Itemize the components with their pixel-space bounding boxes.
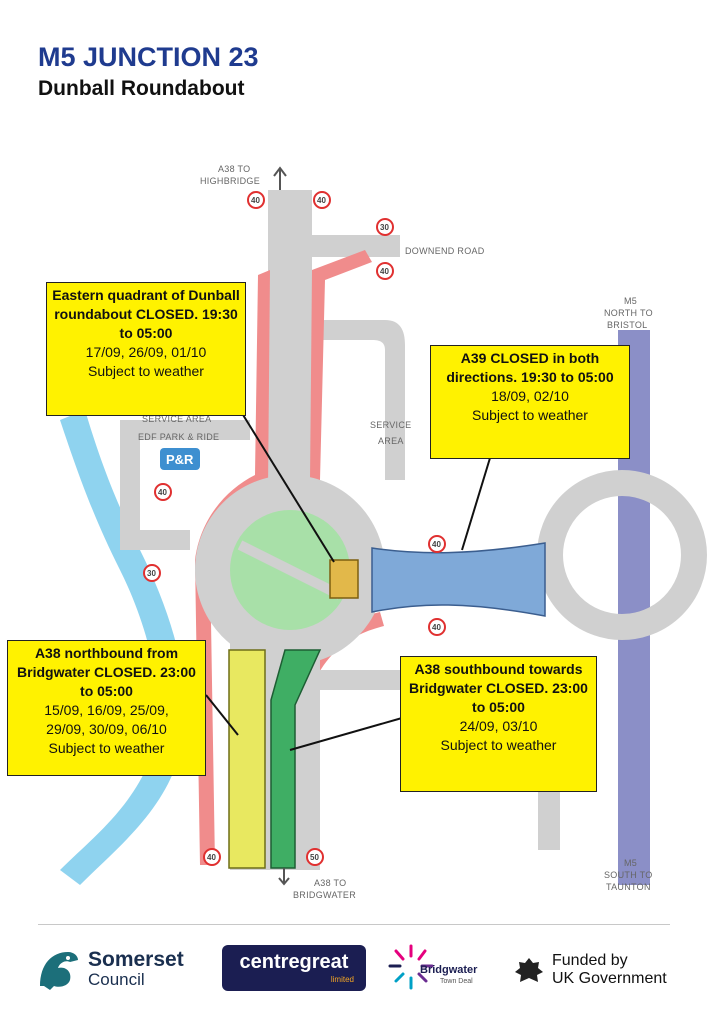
- label-m5-north-2: NORTH TO: [604, 308, 653, 318]
- page-subtitle: Dunball Roundabout: [38, 77, 245, 100]
- svg-text:40: 40: [380, 267, 389, 276]
- bridgwater-town-deal-logo: Bridgwater Town Deal: [386, 938, 496, 1000]
- label-m5-south-2: SOUTH TO: [604, 870, 653, 880]
- page-title: M5 JUNCTION 23: [38, 42, 259, 72]
- label-a38-bridgwater-2: BRIDGWATER: [293, 890, 356, 900]
- starburst-icon: [388, 944, 434, 990]
- svg-text:40: 40: [317, 196, 326, 205]
- road-service-loop: [312, 320, 405, 480]
- leader-a38-south: [289, 717, 403, 751]
- callout-a39-head: A39 CLOSED in both directions. 19:30 to …: [446, 350, 614, 385]
- label-service-area-1: SERVICE: [370, 420, 411, 430]
- road-service-west: [120, 420, 250, 550]
- callout-a39: A39 CLOSED in both directions. 19:30 to …: [430, 345, 630, 459]
- label-downend-road: DOWNEND ROAD: [405, 246, 485, 256]
- label-m5-south-1: M5: [624, 858, 637, 868]
- closure-a39: [371, 542, 546, 617]
- svg-text:40: 40: [207, 853, 216, 862]
- centregreat-logo: centregreat limited: [222, 945, 366, 991]
- speed-limit-sign: 40: [428, 618, 446, 636]
- dragon-icon: [40, 952, 78, 990]
- somerset-word: Somerset: [88, 948, 184, 971]
- park-ride-badge: [160, 448, 200, 470]
- funded-by-word: Funded by: [552, 952, 628, 969]
- somerset-council-logo: Somerset Council: [36, 946, 206, 992]
- callout-a38-north-dates-1: 15/09, 16/09, 25/09,: [44, 702, 169, 718]
- park-ride-badge-text: P&R: [166, 452, 194, 467]
- callout-a38-north-head: A38 northbound from Bridgwater CLOSED. 2…: [17, 645, 196, 699]
- svg-text:30: 30: [147, 569, 156, 578]
- label-m5-north-3: BRISTOL: [607, 320, 647, 330]
- m5-motorway: [618, 330, 650, 885]
- m5-slip-roundabout: [537, 470, 707, 640]
- speed-limit-sign: 40: [428, 535, 446, 553]
- svg-text:30: 30: [380, 223, 389, 232]
- speed-limit-sign: 30: [143, 564, 161, 582]
- svg-text:40: 40: [432, 540, 441, 549]
- label-a38-highbridge-2: HIGHBRIDGE: [200, 176, 260, 186]
- svg-text:50: 50: [310, 853, 319, 862]
- leader-a39: [461, 457, 491, 551]
- centregreat-word: centregreat: [239, 951, 349, 973]
- callout-a38-south-note: Subject to weather: [440, 737, 557, 753]
- label-a38-bridgwater-1: A38 TO: [314, 878, 347, 888]
- svg-text:40: 40: [158, 488, 167, 497]
- speed-limit-sign: 40: [376, 262, 394, 280]
- closure-a38-southbound: [270, 649, 322, 869]
- callout-eastern-quadrant: Eastern quadrant of Dunball roundabout C…: [46, 282, 246, 416]
- label-service-area-2: AREA: [378, 436, 404, 446]
- label-service-area-edf: SERVICE AREA: [142, 414, 211, 424]
- callout-a38-north-dates-2: 29/09, 30/09, 06/10: [46, 721, 167, 737]
- callout-a38-south-head: A38 southbound towards Bridgwater CLOSED…: [409, 661, 588, 715]
- speed-limit-sign: 40: [313, 191, 331, 209]
- council-word: Council: [88, 970, 145, 989]
- callout-a39-note: Subject to weather: [472, 407, 588, 423]
- footer-divider: [38, 924, 670, 925]
- speed-limit-sign: 50: [306, 848, 324, 866]
- callout-eastern-note: Subject to weather: [88, 363, 204, 379]
- callout-eastern-head: Eastern quadrant of Dunball roundabout C…: [52, 287, 240, 341]
- road-a38-north: [268, 190, 312, 490]
- label-m5-north-1: M5: [624, 296, 637, 306]
- speed-limit-sign: 40: [203, 848, 221, 866]
- centregreat-sub: limited: [330, 975, 354, 984]
- callout-a38-north-note: Subject to weather: [48, 740, 165, 756]
- callout-a39-dates: 18/09, 02/10: [491, 388, 569, 404]
- speed-limit-sign: 40: [247, 191, 265, 209]
- leader-eastern: [239, 409, 335, 563]
- roundabout-island-split: [237, 540, 343, 600]
- north-arrow: [273, 166, 287, 190]
- callout-eastern-dates: 17/09, 26/09, 01/10: [85, 344, 207, 360]
- leader-a38-north: [205, 694, 239, 736]
- bridgwater-word: Bridgwater: [420, 964, 478, 976]
- callout-a38-southbound: A38 southbound towards Bridgwater CLOSED…: [400, 656, 597, 792]
- svg-text:40: 40: [432, 623, 441, 632]
- uk-government-logo: Funded by UK Government: [512, 952, 682, 992]
- label-m5-south-3: TAUNTON: [606, 882, 651, 892]
- label-a38-highbridge-1: A38 TO: [218, 164, 251, 174]
- speed-limit-sign: 30: [376, 218, 394, 236]
- junction-map: A38 TO HIGHBRIDGE DOWNEND ROAD M5 NORTH …: [60, 164, 707, 900]
- callout-a38-northbound: A38 northbound from Bridgwater CLOSED. 2…: [7, 640, 206, 776]
- royal-crest-icon: [515, 958, 543, 982]
- closure-a38-northbound: [228, 649, 266, 869]
- callout-a38-south-dates: 24/09, 03/10: [459, 718, 538, 734]
- bridgwater-sub: Town Deal: [440, 978, 473, 985]
- uk-government-word: UK Government: [552, 970, 667, 987]
- label-edf-park-ride: EDF PARK & RIDE: [138, 432, 219, 442]
- south-arrow: [278, 868, 290, 886]
- speed-limit-sign: 40: [154, 483, 172, 501]
- svg-text:40: 40: [251, 196, 260, 205]
- closure-eastern-quadrant: [329, 559, 359, 599]
- closed-footway-east-north: [310, 250, 372, 480]
- road-downend: [312, 235, 400, 257]
